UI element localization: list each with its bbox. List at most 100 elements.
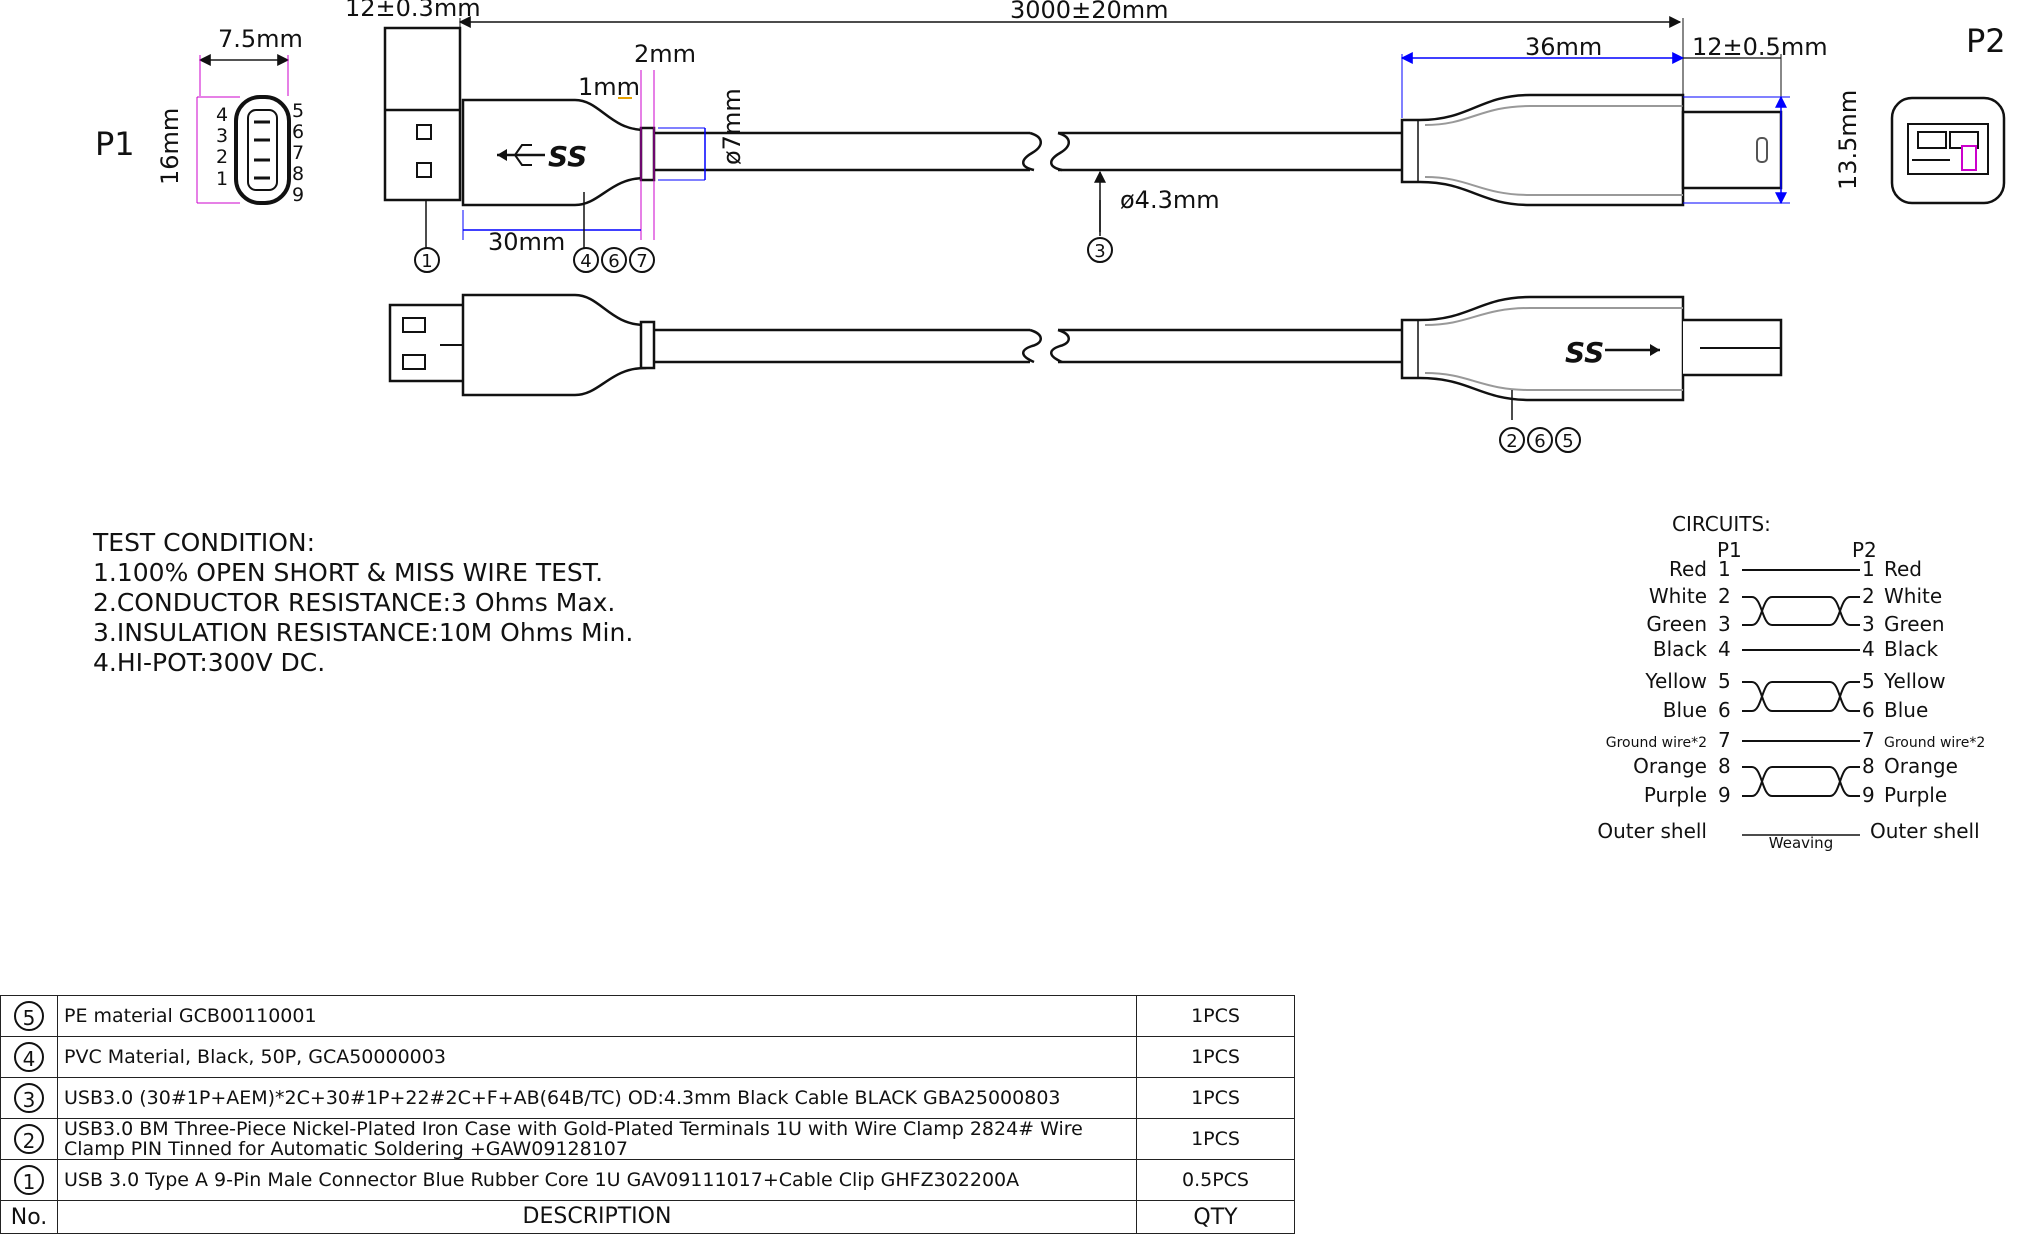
bom-desc-4: PVC Material, Black, 50P, GCA50000003 <box>57 1036 1137 1078</box>
callout-6-circle <box>601 247 627 273</box>
callout-7-circle <box>629 247 655 273</box>
table-row: 2 USB3.0 BM Three-Piece Nickel-Plated Ir… <box>0 1118 1295 1160</box>
circuits-shell-right: Outer shell <box>1870 819 1980 843</box>
circuit-left-pin-1: 1 <box>1718 557 1731 581</box>
overmold-a-dim: 30mm <box>488 228 565 256</box>
callout-6b-circle <box>1527 427 1553 453</box>
circuit-left-pin-6: 6 <box>1718 698 1731 722</box>
cable-dia-dim: ø4.3mm <box>1120 186 1220 214</box>
circuit-twisted-wire-8 <box>1742 766 1860 797</box>
bom-desc-1: USB 3.0 Type A 9-Pin Male Connector Blue… <box>57 1159 1137 1201</box>
bom-qty-3: 1PCS <box>1136 1077 1295 1119</box>
table-row: 3 USB3.0 (30#1P+AEM)*2C+30#1P+22#2C+F+AB… <box>0 1077 1295 1119</box>
bom-qty-5: 1PCS <box>1136 995 1295 1037</box>
circuit-left-label-1: Red <box>1669 557 1707 581</box>
bom-desc-5: PE material GCB00110001 <box>57 995 1137 1037</box>
bom-no-4: 4 <box>14 1042 44 1072</box>
circuit-right-label-9: Purple <box>1884 783 1947 807</box>
circuit-left-pin-3: 3 <box>1718 612 1731 636</box>
p1-label: P1 <box>95 125 135 163</box>
b-plug-shell <box>1681 110 1783 190</box>
callouts <box>414 237 1581 453</box>
ss-logo-b: SS <box>1565 336 1660 369</box>
total-length-dim: 3000±20mm <box>1010 0 1168 24</box>
circuit-left-pin-2: 2 <box>1718 584 1731 608</box>
circuits-weaving: Weaving <box>1769 834 1833 852</box>
circuit-right-pin-5: 5 <box>1862 669 1875 693</box>
callout-7-label: 7 <box>636 251 647 272</box>
circuit-left-pin-7: 7 <box>1718 728 1731 752</box>
strain-dia-dim: ø7mm <box>718 88 746 165</box>
circuit-left-label-6: Blue <box>1663 698 1707 722</box>
cable-top-view <box>383 26 1783 207</box>
circuits-shell-left: Outer shell <box>1597 819 1707 843</box>
table-row: 1 USB 3.0 Type A 9-Pin Male Connector Bl… <box>0 1159 1295 1201</box>
bom-no-3: 3 <box>14 1083 44 1113</box>
circuit-left-pin-8: 8 <box>1718 754 1731 778</box>
p1-pin-7: 7 <box>292 142 304 164</box>
circuit-left-label-2: White <box>1649 584 1707 608</box>
callout-2-circle <box>1499 427 1525 453</box>
p1-pin-3: 3 <box>216 125 228 147</box>
callout-5-label: 5 <box>1562 431 1573 452</box>
callout-5-circle <box>1555 427 1581 453</box>
strain-1mm-dim: 1mm <box>578 73 640 101</box>
test-condition-line-4: 4.HI-POT:300V DC. <box>93 648 326 677</box>
dimension-lines-top: 12±0.3mm 3000±20mm 2mm 1mm ø7mm 30mm ø4.… <box>345 0 1862 256</box>
circuit-right-label-2: White <box>1884 584 1942 608</box>
test-condition-line-1: 1.100% OPEN SHORT & MISS WIRE TEST. <box>93 558 604 587</box>
ss-logo-a-text: SS <box>548 140 587 173</box>
bom-qty-2: 1PCS <box>1136 1118 1295 1160</box>
circuit-right-label-8: Orange <box>1884 754 1958 778</box>
bom-qty-1: 0.5PCS <box>1136 1159 1295 1201</box>
circuit-right-label-3: Green <box>1884 612 1945 636</box>
circuit-left-pin-9: 9 <box>1718 783 1731 807</box>
callout-4-circle <box>573 247 599 273</box>
circuit-right-pin-2: 2 <box>1862 584 1875 608</box>
callout-3-label: 3 <box>1094 241 1105 262</box>
p1-pin-8: 8 <box>292 163 304 185</box>
callout-6-label: 6 <box>608 251 619 272</box>
circuit-left-label-7: Ground wire*2 <box>1606 735 1707 751</box>
circuit-right-label-7: Ground wire*2 <box>1884 735 1985 751</box>
circuit-right-pin-3: 3 <box>1862 612 1875 636</box>
cable-side-view <box>388 293 1783 402</box>
circuit-right-label-5: Yellow <box>1883 669 1946 693</box>
bom-header-no: No. <box>0 1200 58 1234</box>
p1-pin-6: 6 <box>292 121 304 143</box>
bom-header-description: DESCRIPTION <box>57 1200 1137 1234</box>
p1-height-dim: 16mm <box>156 108 184 185</box>
bom-qty-4: 1PCS <box>1136 1036 1295 1078</box>
p1-width-dim: 7.5mm <box>218 25 303 53</box>
bom-no-5: 5 <box>14 1001 44 1031</box>
circuit-twisted-wire-3 <box>1742 596 1860 626</box>
table-row: 4 PVC Material, Black, 50P, GCA50000003 … <box>0 1036 1295 1078</box>
test-condition: TEST CONDITION: 1.100% OPEN SHORT & MISS… <box>93 528 633 678</box>
circuits-title: CIRCUITS: <box>1672 512 1771 536</box>
table-row: 5 PE material GCB00110001 1PCS <box>0 995 1295 1037</box>
b-overmold <box>1400 93 1685 207</box>
bom-table: 5 PE material GCB00110001 1PCS 4 PVC Mat… <box>0 995 1295 1234</box>
a-shell-dim: 12±0.3mm <box>345 0 481 22</box>
callout-1-label: 1 <box>421 251 432 272</box>
circuit-right-label-4: Black <box>1884 637 1939 661</box>
circuit-left-pin-5: 5 <box>1718 669 1731 693</box>
callout-6b-label: 6 <box>1534 431 1545 452</box>
p2-end-view: P2 <box>1890 22 2006 205</box>
circuit-twisted-wire-9 <box>1742 766 1860 797</box>
p2-label: P2 <box>1966 22 2006 60</box>
circuit-right-pin-7: 7 <box>1862 728 1875 752</box>
circuit-twisted-wire-2 <box>1742 596 1860 626</box>
callout-4-label: 4 <box>580 251 591 272</box>
p2-height-dim: 13.5mm <box>1834 90 1862 190</box>
callout-2-label: 2 <box>1506 431 1517 452</box>
circuit-left-pin-4: 4 <box>1718 637 1731 661</box>
circuit-right-label-1: Red <box>1884 557 1922 581</box>
circuits-p2-header: P2 <box>1852 538 1877 562</box>
test-condition-line-2: 2.CONDUCTOR RESISTANCE:3 Ohms Max. <box>93 588 616 617</box>
a-plug-shell <box>383 26 462 202</box>
circuit-right-pin-9: 9 <box>1862 783 1875 807</box>
circuit-left-label-9: Purple <box>1644 783 1707 807</box>
circuit-twisted-wire-6 <box>1742 681 1860 712</box>
